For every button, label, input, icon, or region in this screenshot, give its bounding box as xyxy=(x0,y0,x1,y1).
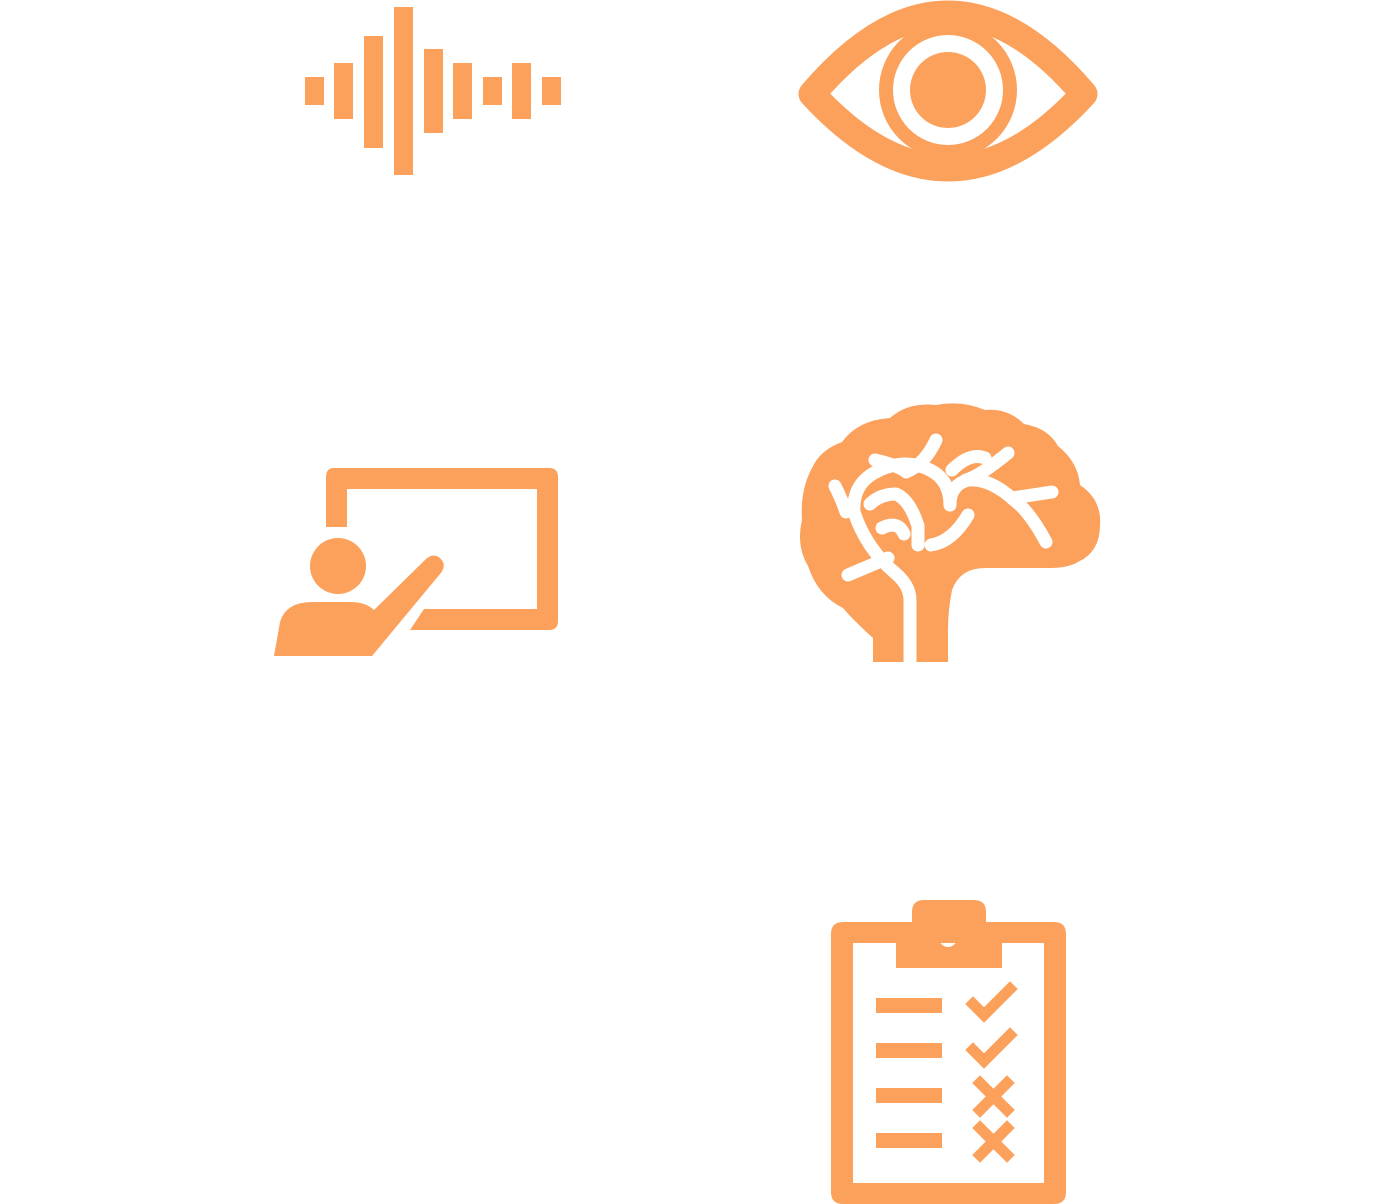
teacher-graphic xyxy=(274,468,558,656)
checklist-graphic xyxy=(831,900,1066,1204)
eye-icon xyxy=(790,0,1110,190)
brain-graphic xyxy=(800,403,1101,669)
teacher-whiteboard-icon xyxy=(270,465,565,660)
sound-wave-icon xyxy=(300,0,570,180)
sound-wave-graphic xyxy=(305,7,561,175)
clipboard-checklist-icon xyxy=(825,895,1075,1204)
brain-icon xyxy=(790,400,1110,669)
eye-graphic xyxy=(798,0,1098,182)
